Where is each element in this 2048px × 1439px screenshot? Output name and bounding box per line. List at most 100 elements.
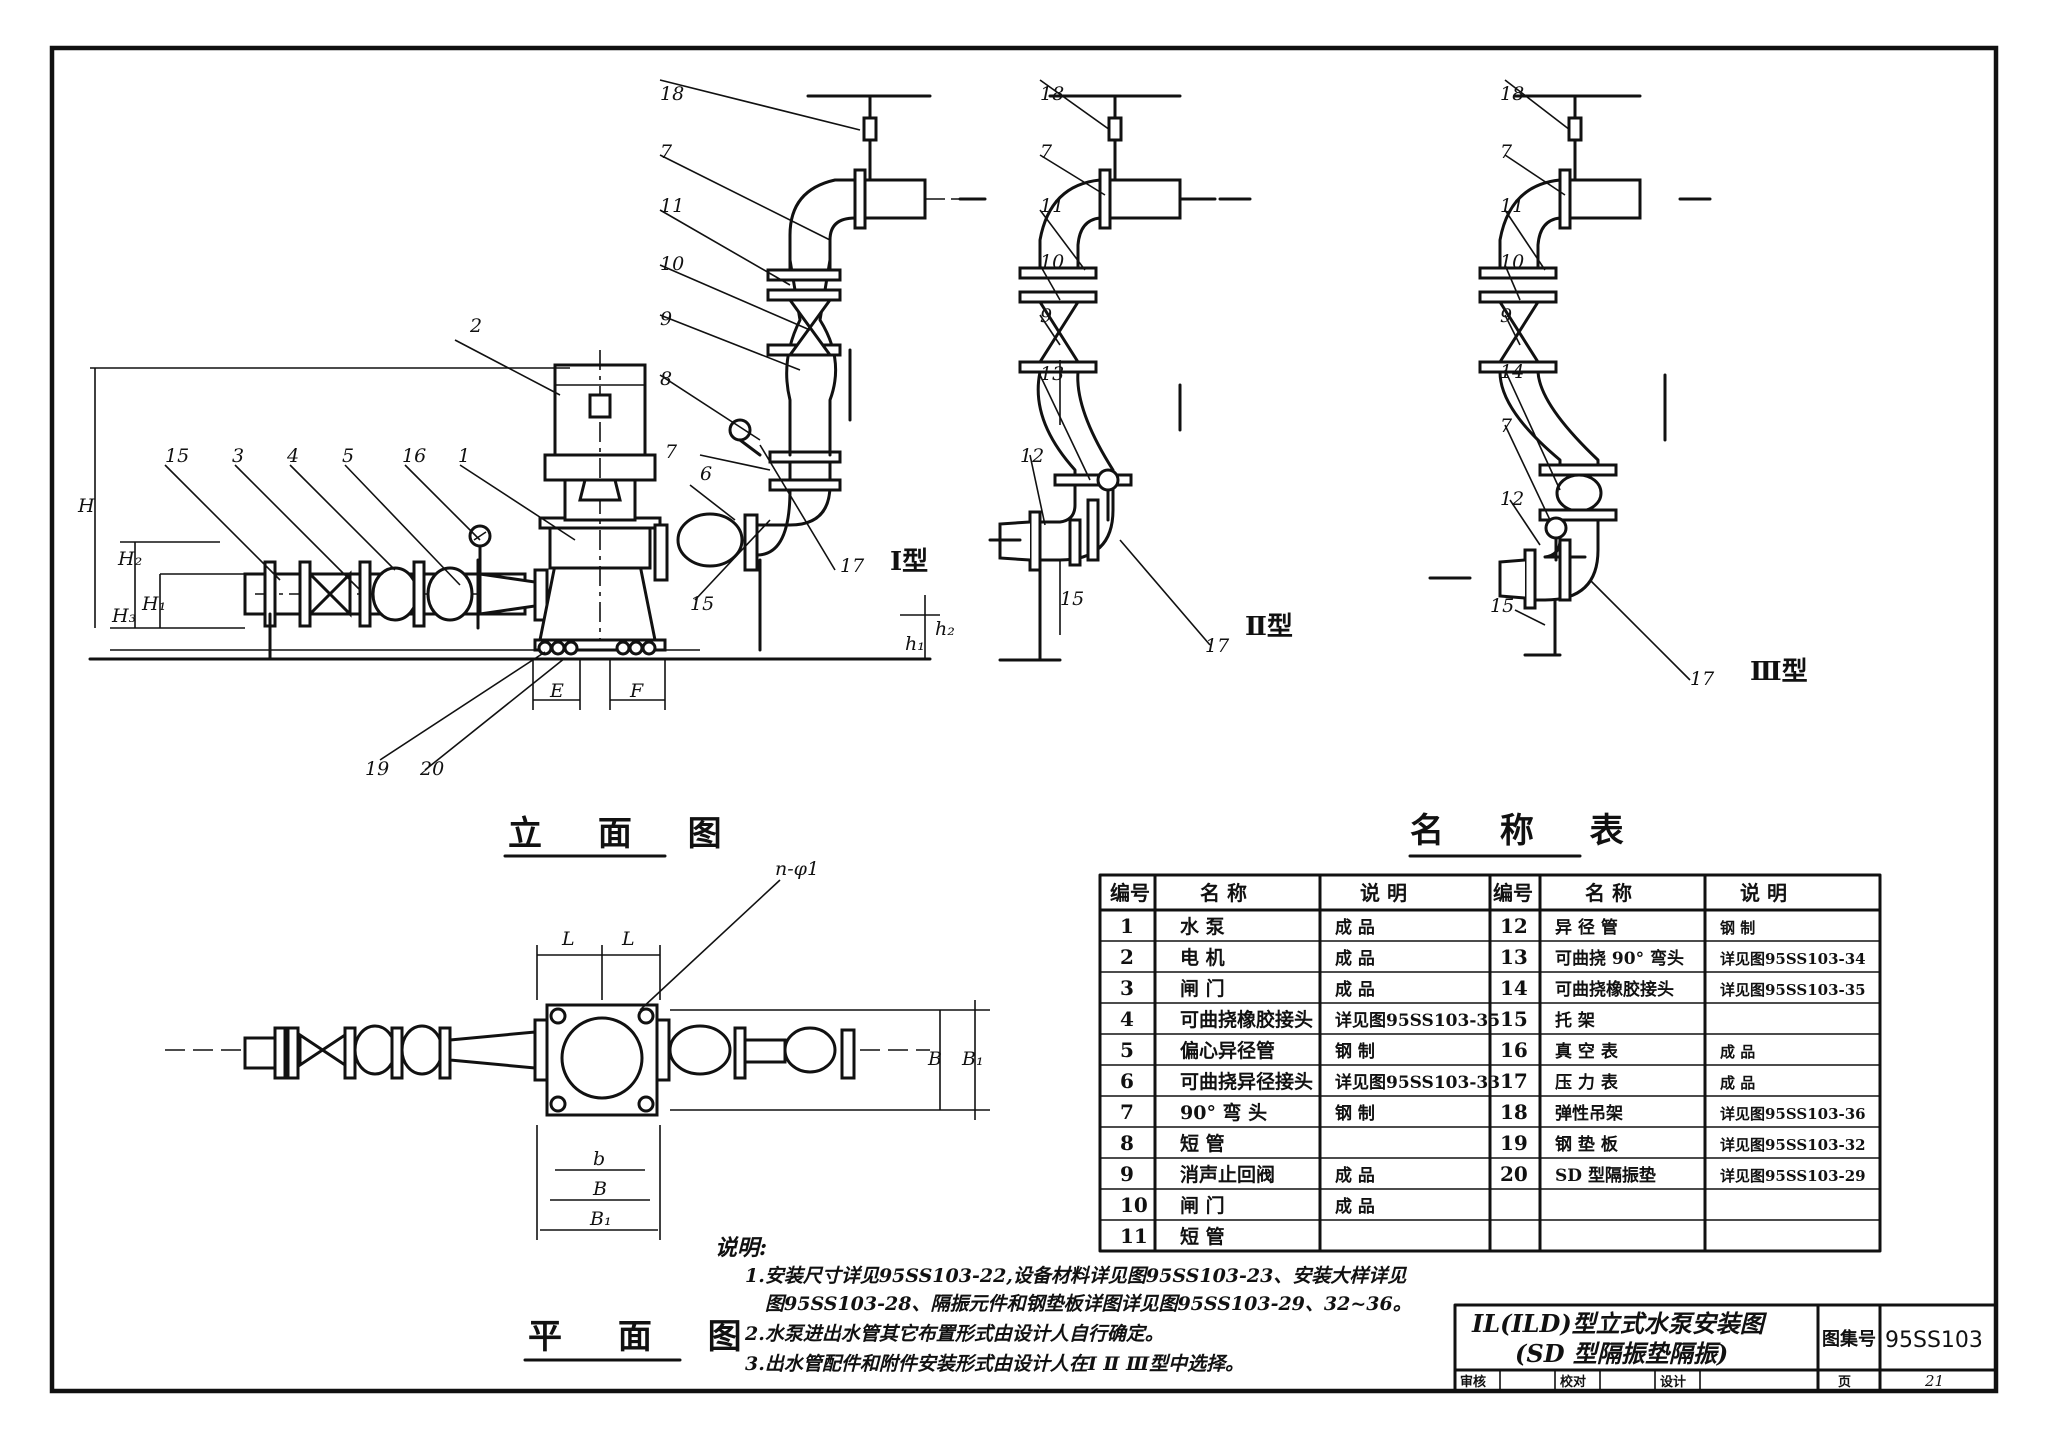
t2-callout-11: 11 [1040, 195, 1064, 217]
table-row-note: 成 品 [1720, 1043, 1755, 1061]
title-block: IL(ILD)型立式水泵安装图 (SD 型隔振垫隔振) 图集号 95SS103 … [1453, 1303, 1998, 1393]
t3-callout-10: 10 [1500, 251, 1524, 273]
plan-view [165, 879, 990, 1240]
callout-11: 11 [660, 195, 684, 217]
atlas-label: 图集号 [1822, 1328, 1876, 1350]
table-row-name: 钢 垫 板 [1555, 1134, 1619, 1155]
t3-callout-18: 18 [1500, 83, 1524, 105]
table-row-no: 7 [1120, 1100, 1134, 1124]
table-row-name: 短 管 [1180, 1132, 1225, 1155]
dim-F: F [629, 680, 644, 702]
th-no-right: 编号 [1493, 881, 1533, 905]
table-row-name: 90° 弯 头 [1180, 1101, 1267, 1124]
dim-H3: H₃ [111, 605, 136, 627]
table-row-note: 详见图95SS103-36 [1720, 1105, 1866, 1123]
table-row-name: 电 机 [1180, 946, 1225, 969]
table-row-note: 详见图95SS103-34 [1720, 950, 1866, 968]
table-row-name: 闸 门 [1180, 1194, 1225, 1217]
callout-15b: 15 [690, 593, 714, 615]
type3-view [1428, 79, 1712, 681]
dim-B-side: B [927, 1048, 942, 1070]
t2-callout-7: 7 [1040, 141, 1053, 163]
table-row-note: 详见图95SS103-35 [1335, 1010, 1500, 1031]
table-row-name: 可曲挠橡胶接头 [1555, 979, 1674, 1000]
table-row-note: 详见图95SS103-35 [1720, 981, 1866, 999]
table-row-note: 钢 制 [1335, 1103, 1375, 1124]
callout-6: 6 [700, 463, 712, 485]
note-line-3: 2.水泵进出水管其它布置形式由设计人自行确定。 [744, 1323, 1164, 1345]
th-name-right: 名 称 [1585, 881, 1632, 905]
table-row-note: 成 品 [1335, 1165, 1375, 1186]
table-row-no: 4 [1120, 1007, 1134, 1031]
t2-callout-9: 9 [1040, 305, 1052, 327]
table-row-note: 详见图95SS103-29 [1720, 1167, 1866, 1185]
review-label: 审核 [1460, 1374, 1486, 1390]
table-row-note: 详见图95SS103-32 [1720, 1136, 1866, 1154]
dim-b: b [593, 1148, 605, 1170]
type2-view [988, 79, 1252, 662]
callout-19: 19 [365, 758, 389, 780]
callout-8: 8 [660, 368, 672, 390]
table-row-note: 详见图95SS103-33 [1335, 1072, 1500, 1093]
table-row-no: 2 [1120, 945, 1134, 969]
dim-B1: B₁ [589, 1208, 612, 1230]
atlas-number: 95SS103 [1885, 1328, 1983, 1353]
table-row-note: 成 品 [1335, 1196, 1375, 1217]
table-row-no: 13 [1500, 945, 1528, 969]
plan-title: 平 面 图 [528, 1317, 764, 1357]
table-row-name: 短 管 [1180, 1225, 1225, 1248]
table-row-note: 钢 制 [1720, 919, 1755, 937]
table-row-no: 12 [1500, 914, 1528, 938]
table-row-no: 9 [1120, 1162, 1134, 1186]
table-row-name: 水 泵 [1180, 916, 1225, 938]
t2-callout-13: 13 [1040, 363, 1064, 385]
table-row-no: 14 [1500, 976, 1528, 1000]
sheet-border [49, 45, 1999, 1394]
elevation-title: 立 面 图 [508, 814, 744, 854]
t3-callout-9: 9 [1500, 305, 1512, 327]
type3-label: Ⅲ型 [1750, 657, 1808, 687]
t3-callout-15: 15 [1490, 595, 1514, 617]
t2-callout-15: 15 [1060, 588, 1084, 610]
t2-callout-17: 17 [1205, 635, 1230, 657]
table-row-no: 15 [1500, 1007, 1528, 1031]
drawing-title-2: (SD 型隔振垫隔振) [1515, 1339, 1728, 1368]
t3-callout-7: 7 [1500, 141, 1513, 163]
type1-label: Ⅰ型 [890, 547, 928, 577]
t2-callout-10: 10 [1040, 251, 1064, 273]
t3-callout-7b: 7 [1500, 415, 1513, 437]
table-row-note: 成 品 [1720, 1074, 1755, 1092]
type2-label: Ⅱ型 [1245, 612, 1293, 642]
dim-nphi: n-φ1 [775, 858, 819, 880]
t3-callout-12: 12 [1500, 488, 1524, 510]
table-row-note: 成 品 [1335, 917, 1375, 938]
table-row-no: 1 [1120, 914, 1134, 938]
th-no-left: 编号 [1110, 881, 1150, 905]
callout-9: 9 [660, 308, 672, 330]
dim-H: H [77, 495, 95, 517]
table-row-no: 5 [1120, 1038, 1134, 1062]
table-row-no: 6 [1120, 1069, 1134, 1093]
table-row-name: 消声止回阀 [1180, 1163, 1275, 1186]
note-line-2: 图95SS103-28、隔振元件和钢垫板详图详见图95SS103-29、32~3… [765, 1293, 1412, 1315]
parts-table-title: 名 称 表 [1410, 811, 1646, 851]
table-row-name: 托 架 [1555, 1010, 1595, 1031]
dim-h2: h₂ [935, 618, 955, 640]
table-row-name: SD 型隔振垫 [1555, 1165, 1656, 1186]
table-row-name: 可曲挠 90° 弯头 [1555, 948, 1684, 969]
elevation-view [88, 79, 987, 771]
callout-20: 20 [419, 758, 444, 780]
t3-callout-17: 17 [1690, 668, 1715, 690]
table-row-no: 16 [1500, 1038, 1528, 1062]
table-row-name: 闸 门 [1180, 977, 1225, 1000]
page-number: 21 [1924, 1372, 1944, 1390]
callout-1: 1 [458, 445, 470, 467]
dim-H2: H₂ [117, 548, 142, 570]
drawing-title-1: IL(ILD)型立式水泵安装图 [1471, 1309, 1768, 1338]
callout-7b: 7 [660, 141, 673, 163]
callout-10: 10 [660, 253, 684, 275]
dim-B: B [592, 1178, 607, 1200]
th-note-left: 说 明 [1360, 881, 1407, 905]
